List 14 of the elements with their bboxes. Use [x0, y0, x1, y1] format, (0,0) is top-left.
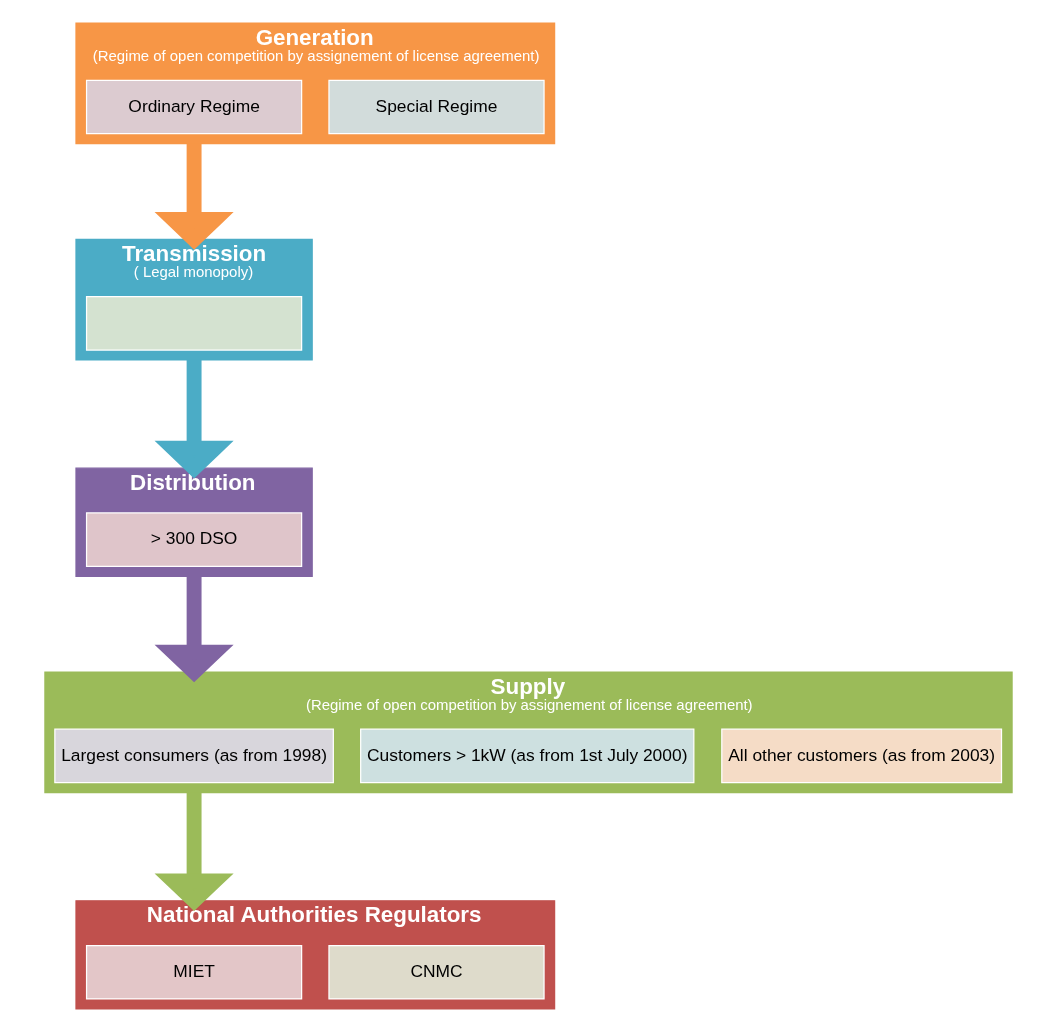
node-box: Customers > 1kW (as from 1st July 2000): [359, 728, 694, 784]
arrow: [154, 143, 234, 250]
node-box: [85, 295, 302, 351]
node-box: Ordinary Regime: [85, 79, 302, 135]
node-box: > 300 DSO: [85, 512, 302, 567]
arrow: [154, 792, 234, 912]
node-box: MIET: [85, 944, 302, 1000]
node-box: Special Regime: [327, 79, 545, 135]
arrow: [154, 576, 234, 683]
cluster: Transmission ( Legal monopoly): [74, 238, 313, 361]
node-box: All other customers (as from 2003): [720, 728, 1002, 784]
arrow: [154, 360, 234, 479]
node-box: Largest consumers (as from 1998): [53, 728, 334, 784]
node-box: CNMC: [327, 944, 545, 1000]
